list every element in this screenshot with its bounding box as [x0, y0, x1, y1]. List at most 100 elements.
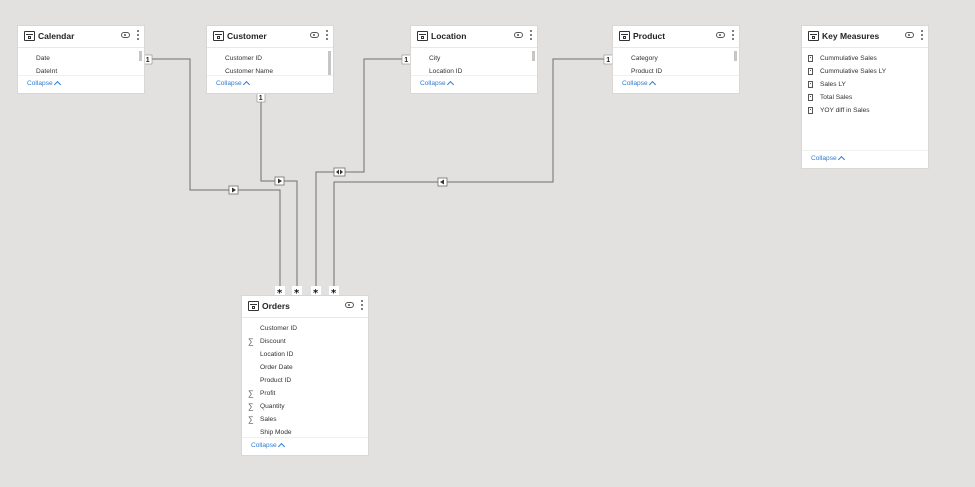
more-options-icon[interactable]: [326, 30, 328, 41]
field-ship-mode[interactable]: Ship Mode: [260, 429, 292, 436]
measure-total-sales[interactable]: Total Sales: [802, 91, 928, 104]
cardinality-many: *: [329, 286, 339, 299]
table-card-orders[interactable]: Orders Customer ID ∑Discount Location ID…: [242, 296, 368, 455]
relationship-location-orders[interactable]: [315, 58, 411, 287]
more-options-icon[interactable]: [530, 30, 532, 41]
field-date[interactable]: Date: [36, 55, 50, 62]
eye-icon[interactable]: [121, 32, 130, 38]
cardinality-many: *: [292, 286, 302, 299]
field-location-id[interactable]: Location ID: [429, 68, 463, 75]
table-title: Key Measures: [822, 31, 880, 41]
field-discount[interactable]: ∑Discount: [248, 337, 286, 346]
svg-text:*: *: [277, 288, 283, 299]
eye-icon[interactable]: [716, 32, 725, 38]
table-card-key-measures[interactable]: Key Measures Cummulative Sales Cummulati…: [802, 26, 928, 168]
calculator-icon: [808, 107, 813, 114]
field-profit[interactable]: ∑Profit: [248, 389, 276, 398]
table-header[interactable]: Customer: [207, 26, 333, 48]
collapse-link[interactable]: Collapse: [622, 80, 648, 87]
table-footer: Collapse: [613, 75, 739, 93]
table-header[interactable]: Orders: [242, 296, 368, 318]
chevron-up-icon: [277, 442, 286, 451]
table-header[interactable]: Key Measures: [802, 26, 928, 48]
table-card-calendar[interactable]: Calendar Date DateInt Collapse: [18, 26, 144, 93]
field-customer-name[interactable]: Customer Name: [225, 68, 274, 75]
table-card-location[interactable]: Location City Location ID Collapse: [411, 26, 537, 93]
svg-text:1: 1: [606, 57, 610, 64]
svg-text:*: *: [294, 288, 300, 299]
collapse-link[interactable]: Collapse: [811, 155, 837, 162]
table-header[interactable]: Location: [411, 26, 537, 48]
field-product-id[interactable]: Product ID: [631, 68, 663, 75]
chevron-up-icon: [837, 155, 846, 164]
cardinality-many: *: [311, 286, 321, 299]
measure-cummulative-sales[interactable]: Cummulative Sales: [802, 52, 928, 65]
field-city[interactable]: City: [429, 55, 441, 62]
table-footer: Collapse: [242, 437, 368, 455]
collapse-link[interactable]: Collapse: [420, 80, 446, 87]
table-header[interactable]: Calendar: [18, 26, 144, 48]
calculator-icon: [808, 81, 813, 88]
more-options-icon[interactable]: [732, 30, 734, 41]
eye-icon[interactable]: [310, 32, 319, 38]
measure-sales-ly[interactable]: Sales LY: [802, 78, 928, 91]
scrollbar[interactable]: [139, 51, 142, 61]
field-order-date[interactable]: Order Date: [260, 364, 293, 371]
sigma-icon: ∑: [248, 389, 254, 398]
table-header[interactable]: Product: [613, 26, 739, 48]
eye-icon[interactable]: [345, 302, 354, 308]
field-quantity[interactable]: ∑Quantity: [248, 402, 285, 411]
svg-text:1: 1: [146, 57, 150, 64]
table-footer: Collapse: [207, 75, 333, 93]
table-card-customer[interactable]: Customer Customer ID Customer Name Colla…: [207, 26, 333, 93]
eye-icon[interactable]: [514, 32, 523, 38]
cardinality-one-customer: 1: [256, 92, 266, 103]
more-options-icon[interactable]: [921, 30, 923, 41]
sigma-icon: ∑: [248, 415, 254, 424]
cardinality-one-calendar: 1: [143, 54, 153, 65]
field-sales[interactable]: ∑Sales: [248, 415, 277, 424]
table-title: Orders: [262, 301, 290, 311]
svg-text:1: 1: [404, 57, 408, 64]
measure-yoy-diff-in-sales[interactable]: YOY diff in Sales: [802, 104, 928, 117]
relationship-calendar-orders[interactable]: [144, 58, 281, 287]
field-customer-id[interactable]: Customer ID: [225, 55, 263, 62]
table-footer: Collapse: [18, 75, 144, 93]
svg-text:*: *: [313, 288, 319, 299]
collapse-link[interactable]: Collapse: [251, 442, 277, 449]
field-product-id[interactable]: Product ID: [260, 377, 292, 384]
svg-text:1: 1: [259, 95, 263, 102]
chevron-up-icon: [53, 80, 62, 89]
calculator-icon: [808, 55, 813, 62]
calculator-icon: [808, 68, 813, 75]
scrollbar[interactable]: [734, 51, 737, 61]
scrollbar[interactable]: [328, 51, 331, 75]
table-footer: Collapse: [802, 150, 928, 168]
table-icon: [808, 31, 819, 41]
field-customer-id[interactable]: Customer ID: [260, 325, 298, 332]
table-title: Customer: [227, 31, 267, 41]
table-icon: [24, 31, 35, 41]
table-title: Product: [633, 31, 666, 41]
table-footer: Collapse: [411, 75, 537, 93]
field-category[interactable]: Category: [631, 55, 658, 62]
collapse-link[interactable]: Collapse: [27, 80, 53, 87]
eye-icon[interactable]: [905, 32, 914, 38]
sigma-icon: ∑: [248, 402, 254, 411]
scrollbar[interactable]: [532, 51, 535, 61]
field-location-id[interactable]: Location ID: [260, 351, 294, 358]
table-card-product[interactable]: Product Category Product ID Collapse: [613, 26, 739, 93]
measure-cummulative-sales-ly[interactable]: Cummulative Sales LY: [802, 65, 928, 78]
more-options-icon[interactable]: [361, 300, 363, 311]
more-options-icon[interactable]: [137, 30, 139, 41]
chevron-up-icon: [242, 80, 251, 89]
table-icon: [619, 31, 630, 41]
relationship-customer-orders[interactable]: [260, 102, 298, 287]
table-title: Calendar: [38, 31, 75, 41]
field-dateint[interactable]: DateInt: [36, 68, 58, 75]
cardinality-one-product: 1: [603, 54, 614, 65]
collapse-link[interactable]: Collapse: [216, 80, 242, 87]
relationship-product-orders[interactable]: [333, 58, 613, 287]
